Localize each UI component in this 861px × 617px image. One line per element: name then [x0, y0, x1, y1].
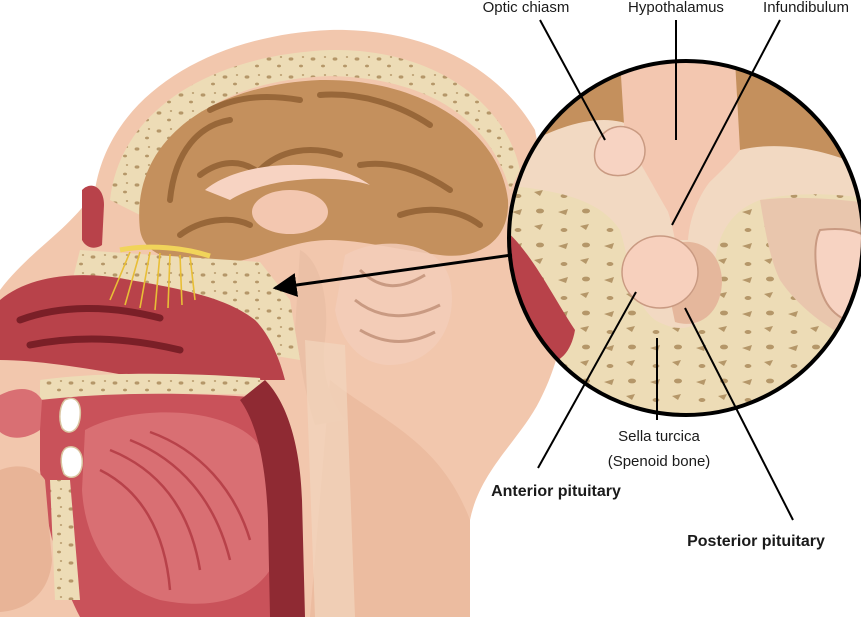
skull-bone	[110, 49, 520, 215]
leader-optic-chiasm	[539, 19, 606, 141]
leader-anterior-pituitary	[537, 291, 637, 469]
label-sella-turcica: Sella turcica	[618, 428, 700, 445]
leader-infundibulum	[671, 19, 781, 226]
nasal-cavity	[0, 275, 285, 380]
thalamus	[252, 190, 328, 234]
frontal-sinus	[82, 185, 104, 248]
mandible	[50, 480, 80, 600]
upper-tooth	[59, 397, 82, 433]
corpus-callosum	[205, 164, 370, 200]
zoom-circle-outline	[507, 59, 861, 417]
zoom-infundibulum	[655, 170, 720, 240]
label-infundibulum: Infundibulum	[763, 0, 849, 16]
olfactory-nerves	[109, 251, 196, 311]
label-hypothalamus: Hypothalamus	[628, 0, 724, 16]
label-posterior-pituitary: Posterior pituitary	[687, 533, 825, 550]
lower-tooth	[60, 446, 83, 479]
leader-posterior-pituitary	[684, 307, 794, 521]
head-illustration	[0, 29, 564, 617]
zoom-arrow	[272, 253, 513, 297]
pharynx	[240, 380, 305, 617]
upper-lip	[0, 388, 42, 438]
hard-palate	[40, 373, 262, 400]
nasal-turbinates	[16, 305, 184, 354]
leader-lines	[537, 19, 794, 521]
label-optic-chiasm: Optic chiasm	[483, 0, 570, 16]
tongue-muscle-lines	[99, 430, 252, 591]
lower-lip-chin	[0, 466, 52, 612]
zoom-optic-chiasm	[593, 125, 646, 177]
brain-folds	[167, 91, 483, 238]
label-anterior-pituitary: Anterior pituitary	[491, 483, 621, 500]
cervical-spine	[305, 340, 355, 617]
label-spenoid-bone: (Spenoid bone)	[608, 453, 711, 470]
olfactory-bulb	[119, 244, 211, 259]
zoom-anterior-pituitary	[621, 235, 699, 309]
